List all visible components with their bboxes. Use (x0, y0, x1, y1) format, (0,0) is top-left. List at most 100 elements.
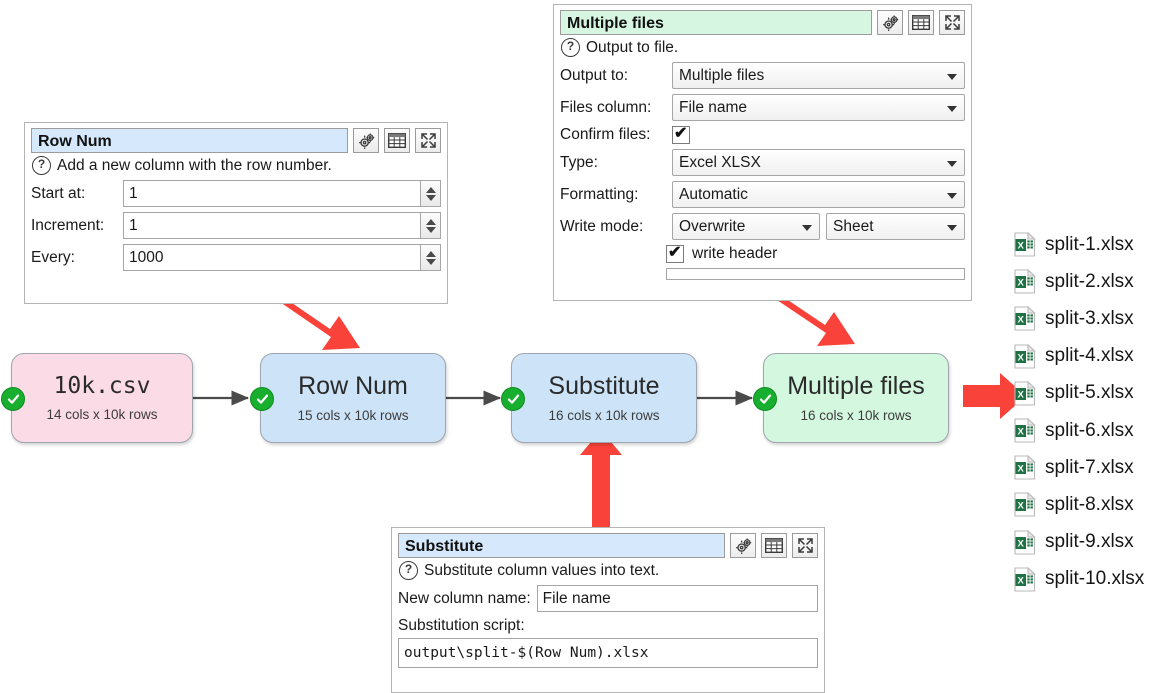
excel-file-icon: X (1014, 418, 1036, 443)
file-list-item-label: split-8.xlsx (1045, 493, 1134, 515)
field-increment-label: Increment: (31, 216, 105, 234)
file-list-item-label: split-2.xlsx (1045, 270, 1134, 292)
svg-text:X: X (1018, 352, 1025, 363)
confirm-files-checkbox[interactable] (672, 124, 690, 144)
new-column-name-input[interactable]: File name (536, 585, 818, 612)
panel-row-num[interactable]: Row Num (24, 122, 448, 304)
field-write-mode-label: Write mode: (560, 217, 644, 235)
write-header-label: write header (692, 245, 778, 262)
svg-text:X: X (1018, 501, 1025, 512)
field-formatting-label: Formatting: (560, 185, 639, 203)
expand-icon[interactable] (415, 128, 441, 153)
gear-icon[interactable] (730, 533, 756, 558)
svg-text:X: X (1018, 538, 1025, 549)
flow-node-subtitle: 16 cols x 10k rows (548, 407, 660, 423)
panel-substitute-help: ? Substitute column values into text. (399, 561, 818, 580)
field-formatting: Formatting: Automatic (560, 181, 965, 208)
file-list-item-label: split-5.xlsx (1045, 382, 1134, 404)
increment-input[interactable]: 1 (123, 212, 421, 239)
substitution-script-input[interactable]: output\split-$(Row Num).xlsx (398, 638, 818, 668)
file-list-item-label: split-7.xlsx (1045, 456, 1134, 478)
help-icon[interactable]: ? (561, 38, 580, 57)
excel-file-icon: X (1014, 269, 1036, 294)
svg-text:X: X (1018, 464, 1025, 475)
every-input[interactable]: 1000 (123, 244, 421, 271)
increment-stepper[interactable] (421, 212, 441, 239)
file-list-item-label: split-6.xlsx (1045, 419, 1134, 441)
write-header-checkbox[interactable] (666, 243, 684, 263)
flow-node-multiple-files[interactable]: Multiple files 16 cols x 10k rows (753, 353, 949, 443)
flow-node-subtitle: 15 cols x 10k rows (297, 407, 409, 423)
svg-text:X: X (1018, 315, 1025, 326)
svg-text:X: X (1018, 389, 1025, 400)
expand-icon[interactable] (939, 10, 965, 35)
table-icon[interactable] (761, 533, 787, 558)
panel-substitute[interactable]: Substitute (391, 527, 825, 693)
excel-file-icon: X (1014, 232, 1036, 257)
field-new-column-name-label: New column name: (398, 589, 531, 607)
flow-node-subtitle: 16 cols x 10k rows (800, 407, 912, 423)
field-output-to: Output to: Multiple files (560, 62, 965, 89)
file-list-item-label: split-10.xlsx (1045, 568, 1145, 590)
svg-text:X: X (1018, 278, 1025, 289)
field-confirm-files-label: Confirm files: (560, 126, 651, 143)
help-icon[interactable]: ? (32, 156, 51, 175)
panel-multiple-files-title-field[interactable]: Multiple files (560, 10, 872, 35)
svg-text:X: X (1018, 575, 1025, 586)
field-files-column-label: Files column: (560, 98, 652, 116)
help-icon[interactable]: ? (399, 561, 418, 580)
write-mode-select[interactable]: Overwrite (672, 213, 820, 240)
excel-file-icon: X (1014, 455, 1036, 480)
files-column-select[interactable]: File name (672, 94, 965, 121)
table-icon[interactable] (908, 10, 934, 35)
field-start-at: Start at: 1 (31, 180, 441, 207)
every-stepper[interactable] (421, 244, 441, 271)
field-every-label: Every: (31, 248, 75, 266)
start-at-stepper[interactable] (421, 180, 441, 207)
start-at-input[interactable]: 1 (123, 180, 421, 207)
flow-node-title: Row Num (298, 371, 408, 400)
expand-icon[interactable] (792, 533, 818, 558)
panel-substitute-header: Substitute (398, 533, 818, 558)
excel-file-icon: X (1014, 343, 1036, 369)
panel-row-num-title-field[interactable]: Row Num (31, 128, 348, 153)
panel-substitute-help-text: Substitute column values into text. (424, 561, 660, 579)
file-list-item-label: split-4.xlsx (1045, 345, 1134, 367)
field-substitution-script-label-row: Substitution script: (398, 617, 818, 635)
formatting-select[interactable]: Automatic (672, 181, 965, 208)
partial-input[interactable] (666, 268, 965, 280)
flow-node-title: Multiple files (787, 371, 925, 400)
file-list-item-label: split-1.xlsx (1045, 233, 1134, 255)
panel-multiple-files[interactable]: Multiple files (553, 4, 972, 301)
gear-icon[interactable] (877, 10, 903, 35)
output-to-select[interactable]: Multiple files (672, 62, 965, 89)
flow-node-row-num[interactable]: Row Num 15 cols x 10k rows (250, 353, 446, 443)
field-type: Type: Excel XLSX (560, 149, 965, 176)
write-target-select[interactable]: Sheet (826, 213, 965, 240)
panel-row-num-header: Row Num (31, 128, 441, 153)
table-icon[interactable] (384, 128, 410, 153)
panel-row-num-help-text: Add a new column with the row number. (57, 156, 332, 174)
status-ok-icon (1, 387, 25, 411)
callout-arrow-substitute (580, 430, 622, 538)
flow-node-10k-csv[interactable]: 10k.csv 14 cols x 10k rows (1, 353, 193, 443)
gear-icon[interactable] (353, 128, 379, 153)
panel-substitute-title-field[interactable]: Substitute (398, 533, 725, 558)
flow-node-substitute[interactable]: Substitute 16 cols x 10k rows (501, 353, 697, 443)
svg-text:X: X (1018, 240, 1025, 251)
field-files-column: Files column: File name (560, 94, 965, 121)
type-select[interactable]: Excel XLSX (672, 149, 965, 176)
file-list-item-label: split-3.xlsx (1045, 307, 1134, 329)
panel-multiple-files-help: ? Output to file. (561, 38, 965, 57)
status-ok-icon (501, 387, 525, 411)
